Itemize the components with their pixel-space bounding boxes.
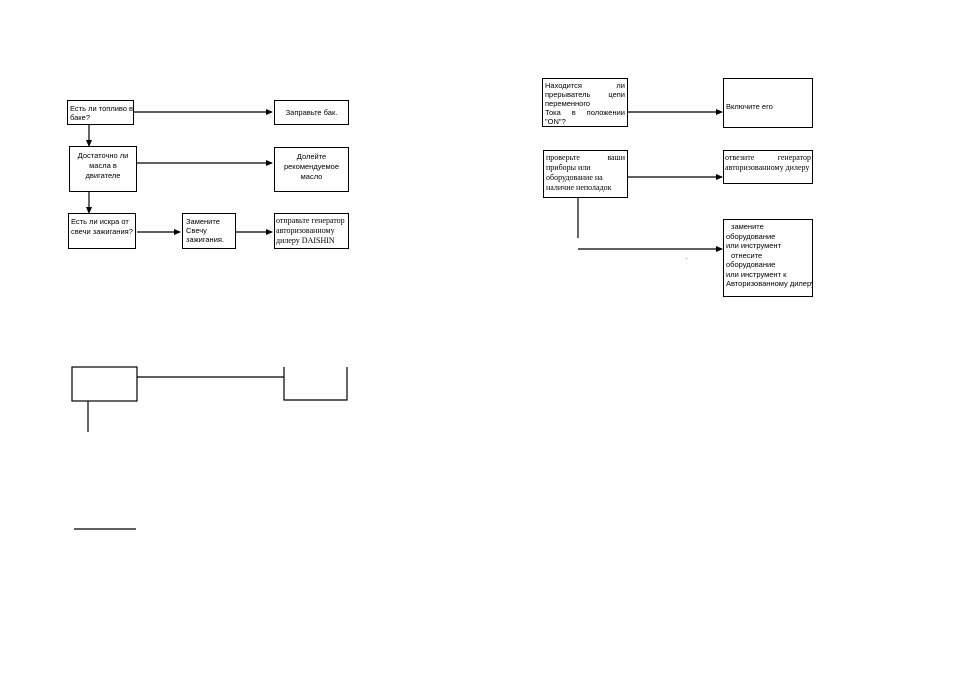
- answer-dealer-line-1: отвезите генератор: [725, 153, 811, 162]
- question-breaker-line-3: переменного: [545, 99, 591, 108]
- question-breaker-line-4: Тока в положении: [545, 108, 625, 117]
- answer-replace-devices-box: замените оборудование или инструмент отн…: [723, 219, 813, 297]
- question-spark-box: Есть ли искра от свечи зажигания?: [68, 213, 136, 249]
- question-oil-line-2: масла в: [89, 161, 117, 170]
- answer-replace-plug-line-2: Свечу: [186, 226, 207, 235]
- question-breaker-line-1: Находится ли: [545, 81, 625, 90]
- question-devices-line-2: приборы или: [546, 163, 591, 172]
- answer-dealer-line-2: авторизованному дилеру: [725, 163, 810, 172]
- question-breaker-box: Находится ли прерыватель цепи переменног…: [542, 78, 628, 127]
- question-oil-line-3: двигателе: [85, 171, 121, 180]
- answer-replace-line-1: замените: [731, 222, 764, 231]
- answer-switch-on-text: Включите его: [726, 102, 773, 111]
- answer-replace-line-4: отнесите: [731, 250, 763, 260]
- question-oil-line-1: Достаточно ли: [77, 151, 129, 160]
- answer-send-dealer-line-2: авторизованному: [276, 226, 335, 235]
- question-fuel-line-2: баке?: [70, 113, 91, 122]
- answer-replace-plug-line-1: Замените: [186, 217, 220, 226]
- question-fuel-line-1: Есть ли топливо в: [70, 104, 134, 113]
- answer-send-dealer-line-3: дилеру DAISHIN: [276, 236, 335, 245]
- stray-dot: .: [686, 255, 688, 261]
- question-fuel-box: Есть ли топливо в баке?: [67, 100, 134, 125]
- answer-add-oil-box: Долейте рекомендуемое масло: [274, 147, 349, 192]
- answer-send-dealer-line-1: отправьте генератор: [276, 216, 345, 225]
- answer-dealer-box: отвезите генератор авторизованному дилер…: [723, 150, 813, 184]
- question-devices-line-4: наличие неполадок: [546, 183, 612, 192]
- question-breaker-line-2: прерыватель цепи: [545, 90, 625, 99]
- question-spark-line-2: свечи зажигания?: [71, 227, 133, 236]
- empty-box-left: [71, 366, 138, 402]
- answer-refuel-text: Заправьте бак.: [285, 108, 338, 117]
- empty-box-right: [283, 367, 348, 401]
- answer-switch-on-box: Включите его: [723, 78, 813, 128]
- question-breaker-line-5: "ON"?: [545, 117, 566, 126]
- answer-add-oil-line-1: Долейте: [296, 152, 327, 161]
- answer-refuel-box: Заправьте бак.: [274, 100, 349, 125]
- answer-replace-plug-line-3: зажигания.: [186, 235, 225, 244]
- question-devices-line-3: оборудование на: [546, 173, 603, 182]
- answer-replace-line-3: или инструмент: [726, 241, 782, 250]
- answer-replace-plug-box: Замените Свечу зажигания.: [182, 213, 236, 249]
- answer-add-oil-line-3: масло: [300, 172, 323, 181]
- question-spark-line-1: Есть ли искра от: [71, 217, 129, 226]
- answer-replace-line-7: Авторизованному дилеру: [726, 279, 813, 288]
- answer-replace-line-2: оборудование: [726, 231, 776, 241]
- answer-send-dealer-box: отправьте генератор авторизованному диле…: [274, 213, 349, 249]
- question-oil-box: Достаточно ли масла в двигателе: [69, 146, 137, 192]
- question-devices-line-1: проверьте ваши: [546, 153, 625, 162]
- question-devices-box: проверьте ваши приборы или оборудование …: [543, 150, 628, 198]
- answer-replace-line-6: или инструмент к: [726, 269, 787, 279]
- answer-replace-line-5: оборудование: [726, 260, 776, 269]
- answer-add-oil-line-2: рекомендуемое: [283, 162, 340, 171]
